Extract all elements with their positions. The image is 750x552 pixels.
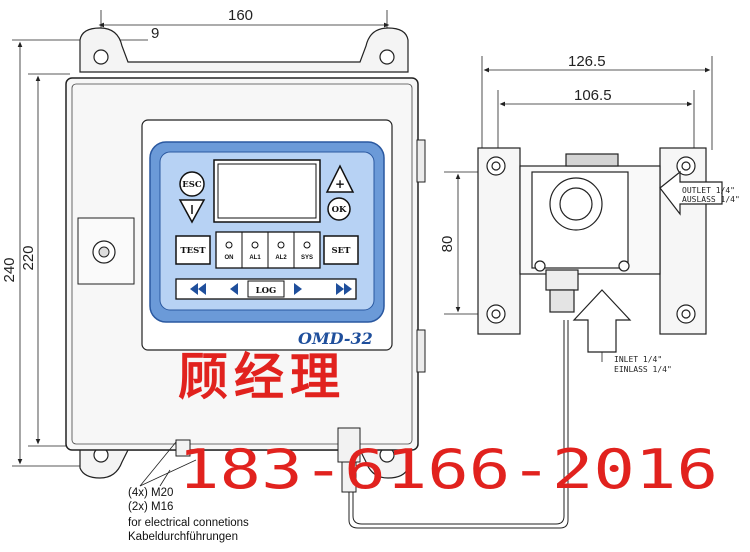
dim-height-240: 240 bbox=[1, 257, 18, 282]
rewind-button[interactable] bbox=[190, 283, 206, 295]
up-button[interactable]: + bbox=[325, 164, 355, 193]
test-label: TEST bbox=[180, 246, 206, 256]
inlet-label-en: INLET 1/4" bbox=[614, 355, 662, 364]
test-button[interactable]: TEST bbox=[175, 235, 211, 265]
dim-side-126-5: 126.5 bbox=[568, 53, 606, 70]
plus-icon: + bbox=[335, 177, 345, 191]
led-al1-icon bbox=[251, 241, 259, 249]
prev-icon bbox=[230, 283, 238, 295]
led-al1-label: AL1 bbox=[249, 255, 261, 261]
front-dimensions bbox=[12, 10, 390, 467]
ok-label: OK bbox=[332, 205, 347, 215]
led-on-icon bbox=[225, 241, 233, 249]
led-block: ON AL1 AL2 SYS bbox=[215, 231, 321, 269]
lcd-display bbox=[213, 159, 321, 223]
side-dimensions bbox=[444, 56, 713, 315]
inlet-label-de: EINLASS 1/4" bbox=[614, 365, 672, 374]
model-name: OMD-32 bbox=[298, 329, 373, 348]
next-button[interactable] bbox=[294, 283, 302, 295]
cable-glands bbox=[175, 427, 361, 493]
dim-side-106-5: 106.5 bbox=[574, 87, 612, 104]
outlet-label-en: OUTLET 1/4" bbox=[682, 186, 735, 195]
dim-width-160: 160 bbox=[228, 7, 253, 24]
led-sys-icon bbox=[303, 241, 311, 249]
set-button[interactable]: SET bbox=[323, 235, 359, 265]
led-sys-label: SYS bbox=[301, 255, 313, 261]
mount-hole-tr bbox=[379, 49, 395, 65]
note-leaders bbox=[139, 441, 197, 487]
log-button[interactable]: LOG bbox=[247, 280, 285, 298]
dim-height-220: 220 bbox=[20, 245, 37, 270]
outlet-arrow bbox=[659, 170, 723, 216]
outlet-label-de: AUSLASS 1/4" bbox=[682, 195, 740, 204]
inlet-arrow bbox=[572, 289, 632, 353]
side-view bbox=[477, 147, 707, 335]
log-label: LOG bbox=[256, 286, 277, 296]
watermark-phone: 183-6166-2016 bbox=[178, 438, 718, 501]
watermark-name: 顾经理 bbox=[178, 348, 346, 406]
note-line-3: for electrical connetions bbox=[128, 517, 249, 529]
note-line-2: (2x) M16 bbox=[128, 501, 173, 513]
mount-hole-tl bbox=[93, 49, 109, 65]
prev-button[interactable] bbox=[230, 283, 238, 295]
ok-button[interactable]: OK bbox=[327, 197, 351, 221]
down-button[interactable] bbox=[178, 199, 206, 224]
tubing bbox=[348, 320, 569, 529]
dim-hole-9: 9 bbox=[151, 25, 159, 42]
led-al2-label: AL2 bbox=[275, 255, 287, 261]
note-line-4: Kabeldurchführungen bbox=[128, 531, 238, 543]
esc-button[interactable]: ESC bbox=[179, 171, 205, 197]
led-on-label: ON bbox=[225, 255, 234, 261]
set-label: SET bbox=[332, 246, 352, 256]
note-line-1: (4x) M20 bbox=[128, 487, 173, 499]
dim-side-80: 80 bbox=[439, 236, 456, 253]
fast-forward-button[interactable] bbox=[336, 283, 352, 295]
led-al2-icon bbox=[277, 241, 285, 249]
esc-label: ESC bbox=[182, 180, 202, 190]
next-icon bbox=[294, 283, 302, 295]
